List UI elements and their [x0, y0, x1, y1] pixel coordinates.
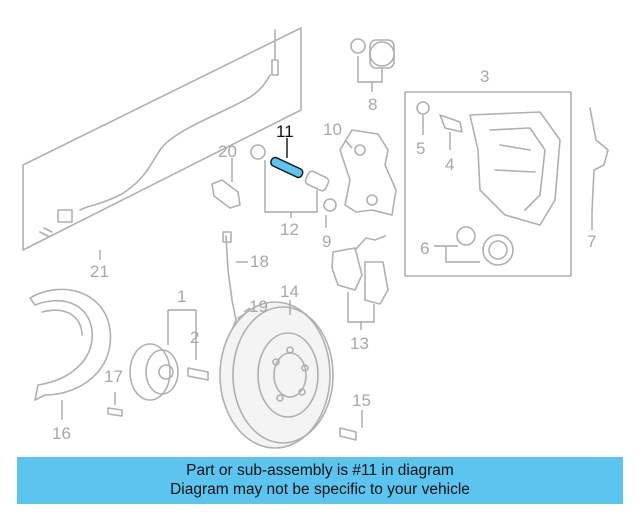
callout-6[interactable]: 6 [420, 239, 429, 258]
callout-21[interactable]: 21 [90, 262, 109, 281]
part-1-hub [107, 343, 209, 417]
panel-3 [404, 91, 609, 277]
callout-17[interactable]: 17 [104, 367, 123, 386]
callout-16[interactable]: 16 [52, 424, 71, 443]
parts-diagram: 1 2 3 4 5 6 7 8 9 10 11 12 13 14 15 16 1… [22, 27, 609, 449]
callouts: 1 2 3 4 5 6 7 8 9 10 11 12 13 14 15 16 1… [52, 67, 596, 443]
callout-20[interactable]: 20 [218, 142, 237, 161]
banner-line-2: Diagram may not be specific to your vehi… [170, 481, 470, 498]
part-10 [323, 129, 397, 216]
callout-13[interactable]: 13 [350, 334, 369, 353]
callout-4[interactable]: 4 [445, 155, 454, 174]
leader-lines [61, 56, 593, 428]
callout-3[interactable]: 3 [480, 67, 489, 86]
callout-14[interactable]: 14 [280, 282, 299, 301]
part-13 [331, 235, 389, 305]
panel-21 [22, 27, 302, 251]
callout-8[interactable]: 8 [368, 95, 377, 114]
info-banner: Part or sub-assembly is #11 in diagram D… [17, 457, 623, 504]
callout-1[interactable]: 1 [177, 287, 186, 306]
callout-18[interactable]: 18 [250, 252, 269, 271]
part-14-brake-disc [219, 301, 334, 449]
callout-2[interactable]: 2 [190, 328, 199, 347]
part-20-12 [211, 144, 330, 209]
banner-line-1: Part or sub-assembly is #11 in diagram [186, 462, 454, 479]
part-15-bolt [339, 427, 357, 441]
callout-5[interactable]: 5 [416, 139, 425, 158]
callout-11[interactable]: 11 [276, 122, 294, 141]
part-11-guide-pin [270, 156, 304, 179]
callout-12[interactable]: 12 [280, 220, 299, 239]
callout-10[interactable]: 10 [323, 120, 342, 139]
callout-15[interactable]: 15 [352, 391, 371, 410]
callout-9[interactable]: 9 [322, 232, 331, 251]
callout-19[interactable]: 19 [249, 297, 268, 316]
callout-7[interactable]: 7 [587, 232, 596, 251]
part-16-splash-shield [29, 288, 112, 401]
